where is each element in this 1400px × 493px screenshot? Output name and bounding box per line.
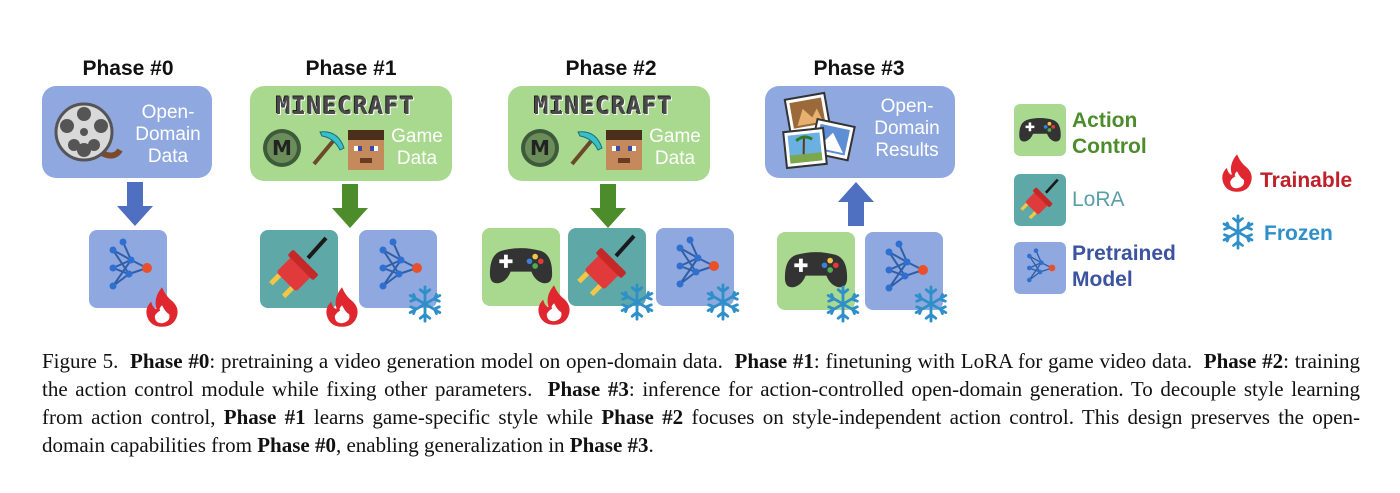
caption-text: : pretraining a video generation model o… [209,349,723,373]
minecraft-m-icon: M [521,129,559,167]
phase-2-box-label: Game Data [642,126,708,170]
box-line: Open- [141,102,195,123]
box-line: Domain [135,124,201,145]
snowflake-icon [406,285,444,323]
caption-text: : inference for action-controlled open-d… [42,377,1361,429]
pickaxe-icon [570,131,603,166]
flame-icon [1220,152,1254,194]
legend-pretrained-model-label: Pretrained Model [1072,241,1176,293]
phase-2-lora-tile [568,228,646,306]
caption-phase-ref: Phase #3 [569,433,649,457]
steve-face-icon [348,130,384,170]
svg-text:M: M [272,136,292,160]
caption-phase-ref: Phase #0 [257,433,336,457]
phase-1-box-label: Game Data [384,126,450,170]
box-line: Domain [874,118,940,139]
legend-line: Control [1072,135,1147,158]
snowflake-icon [1220,214,1256,250]
gamepad-icon [1018,116,1062,144]
film-reel-icon [54,102,123,162]
minecraft-logo: MINECRAFT [276,92,416,120]
caption-phase-ref: Phase #1 [734,349,814,373]
arrow-up-blue [838,182,874,226]
steve-face-icon [606,130,642,170]
caption-phase-ref: Phase #1 [223,405,306,429]
legend-action-control-swatch [1014,104,1066,156]
caption-phase-ref: Phase #2 [601,405,684,429]
phase-1-title: Phase #1 [305,57,397,80]
legend-pretrained-model-swatch [1014,242,1066,294]
lora-plug-icon [1017,177,1063,223]
box-line: Results [875,140,939,161]
caption-text: : finetuning with LoRA for game video da… [813,349,1193,373]
box-line: Data [396,148,438,169]
legend-line: Action [1072,109,1138,132]
flame-icon [144,285,180,329]
phase-2-pretrained-model-tile [656,228,734,306]
minecraft-logo: MINECRAFT [534,92,674,120]
flame-icon [536,283,572,327]
flame-icon [324,285,360,329]
legend-frozen-label: Frozen [1264,222,1333,245]
phase-2-action-control-tile [482,228,560,306]
svg-text:M: M [530,136,550,160]
caption-phase-ref: Phase #2 [1203,349,1284,373]
phase-1-lora-tile [260,230,338,308]
phase-2-game-data-box: MINECRAFT M Game Data [508,86,710,181]
phase-0-data-box: Open- Domain Data [42,86,212,178]
caption-text: . [648,433,654,457]
phase-1-game-data-box: MINECRAFT M Game Data [250,86,452,181]
phase-0-pretrained-model-tile [89,230,167,308]
legend-line: Pretrained [1072,242,1176,265]
phase-0-box-label: Open- Domain Data [128,102,208,168]
pickaxe-icon [312,131,345,166]
caption-text: learns game-specific style while [313,405,594,429]
phase-3-title: Phase #3 [813,57,905,80]
figure-caption: Figure 5. Phase #0: pretraining a video … [42,347,1360,459]
legend-line: Model [1072,268,1133,291]
box-line: Game [649,126,701,147]
legend-trainable-label: Trainable [1260,169,1353,192]
phase-3-results-box: Open- Domain Results [765,86,955,178]
photos-icon [782,91,856,170]
phase-0-title: Phase #0 [82,57,174,80]
phase-3-box-label: Open- Domain Results [861,96,953,162]
arrow-down-green [590,184,626,228]
box-line: Open- [880,96,934,117]
legend-action-control-label: Action Control [1072,108,1147,160]
snowflake-icon [912,285,950,323]
phase-2-title: Phase #2 [565,57,657,80]
arrow-down-green [332,184,368,228]
arrow-down-blue [117,182,153,226]
network-icon [1020,248,1060,288]
snowflake-icon [824,285,862,323]
box-line: Data [654,148,696,169]
legend-lora-swatch [1014,174,1066,226]
snowflake-icon [618,283,656,321]
caption-prefix: Figure 5. [42,349,119,373]
caption-text: : training the action control module whi… [42,349,1361,401]
snowflake-icon [704,283,742,321]
box-line: Data [147,146,189,167]
box-line: Game [391,126,443,147]
caption-phase-ref: Phase #0 [130,349,210,373]
legend-lora-label: LoRA [1072,188,1125,211]
caption-text: , enabling generalization in [335,433,565,457]
minecraft-m-icon: M [263,129,301,167]
gamepad-icon [488,244,554,288]
caption-phase-ref: Phase #3 [547,377,629,401]
caption-text: focuses on style-independent action cont… [42,405,1361,457]
